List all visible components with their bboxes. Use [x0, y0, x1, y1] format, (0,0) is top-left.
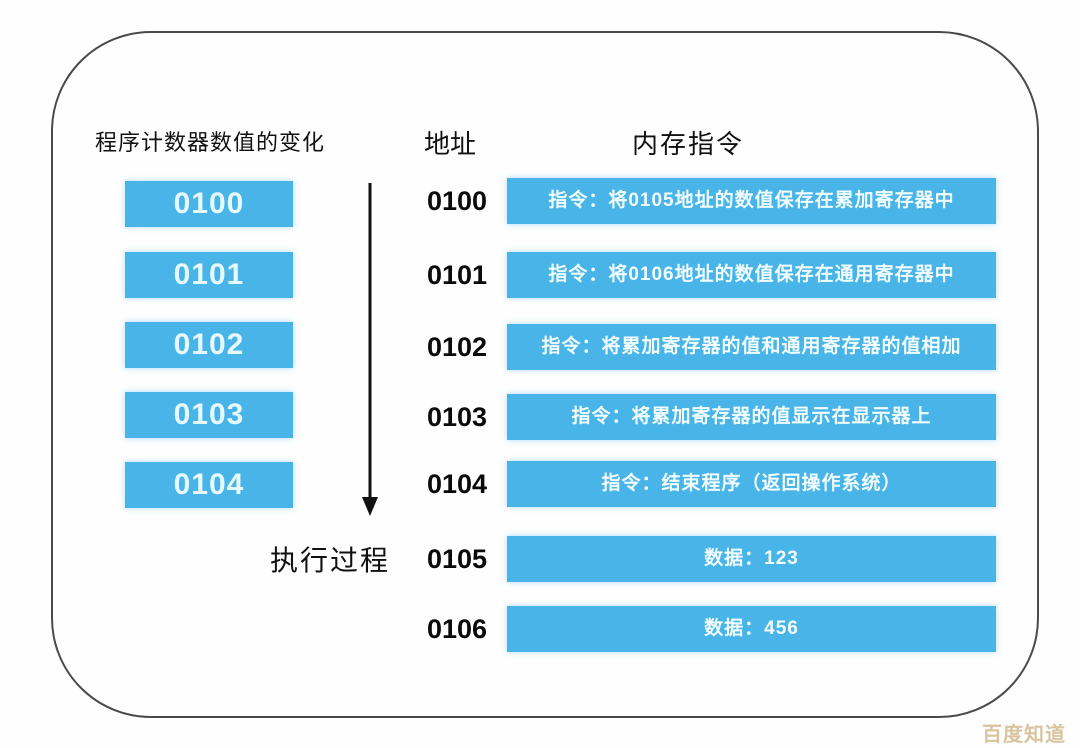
memory-instruction-box: 指令：将0105地址的数值保存在累加寄存器中	[507, 178, 996, 224]
memory-instruction-box: 指令：结束程序（返回操作系统）	[507, 461, 996, 507]
memory-data-box: 数据：456	[507, 606, 996, 652]
memory-row: 0104 指令：结束程序（返回操作系统）	[0, 461, 1080, 507]
execution-flow-arrow-icon	[362, 183, 378, 516]
memory-row: 0101 指令：将0106地址的数值保存在通用寄存器中	[0, 252, 1080, 298]
rounded-border-frame	[51, 31, 1039, 718]
memory-row: 0100 指令：将0105地址的数值保存在累加寄存器中	[0, 178, 1080, 224]
memory-row: 0106 数据：456	[0, 606, 1080, 652]
pc-value-box: 0101	[125, 252, 293, 298]
memory-instruction-box: 指令：将0106地址的数值保存在通用寄存器中	[507, 252, 996, 298]
memory-address: 0101	[426, 260, 488, 290]
memory-instruction-box: 指令：将累加寄存器的值和通用寄存器的值相加	[507, 324, 996, 370]
memory-row: 0105 数据：123	[0, 536, 1080, 582]
pc-value-box: 0102	[125, 322, 293, 368]
memory-data-box: 数据：123	[507, 536, 996, 582]
memory-address: 0106	[426, 614, 488, 644]
address-column-title: 地址	[424, 129, 477, 159]
execution-process-label: 执行过程	[270, 545, 391, 576]
memory-row: 0102 指令：将累加寄存器的值和通用寄存器的值相加	[0, 324, 1080, 370]
memory-address: 0100	[426, 186, 488, 216]
memory-address: 0104	[426, 469, 488, 499]
pc-value-box: 0104	[125, 462, 293, 508]
pc-column-title: 程序计数器数值的变化	[95, 130, 326, 155]
pc-value-box: 0100	[125, 181, 293, 227]
pc-value-box: 0103	[125, 392, 293, 438]
memory-address: 0102	[426, 332, 488, 362]
memory-address: 0105	[426, 544, 488, 574]
memory-address: 0103	[426, 402, 488, 432]
memory-instruction-box: 指令：将累加寄存器的值显示在显示器上	[507, 394, 996, 440]
memory-column-title: 内存指令	[632, 129, 745, 159]
baidu-zhidao-watermark: 百度知道	[982, 724, 1066, 746]
memory-row: 0103 指令：将累加寄存器的值显示在显示器上	[0, 394, 1080, 440]
